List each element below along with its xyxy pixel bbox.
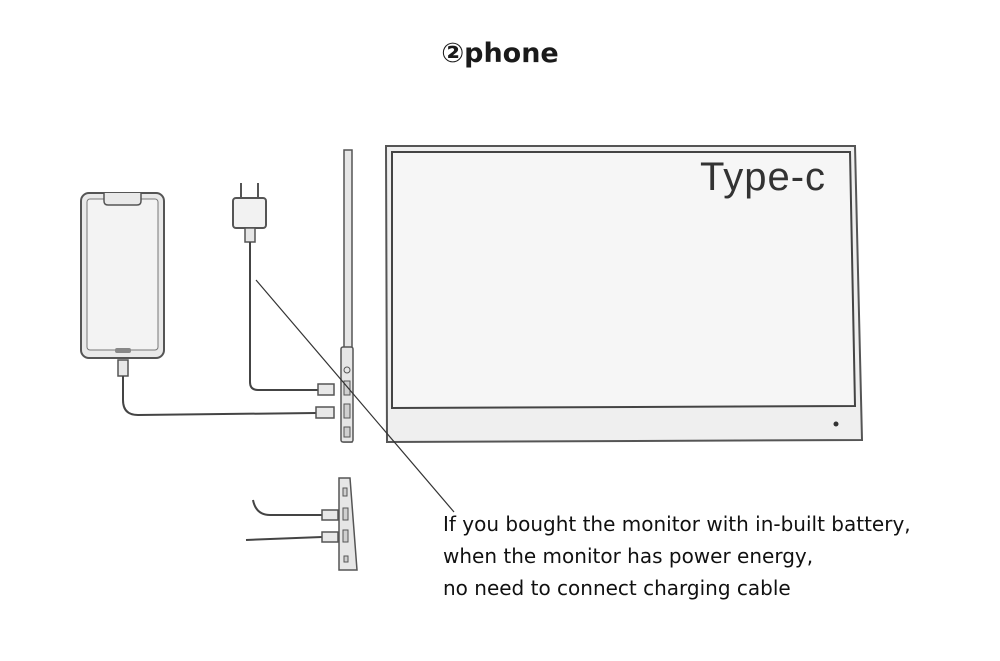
pointer-line <box>255 279 455 513</box>
note-line: no need to connect charging cable <box>443 576 791 600</box>
note-line: when the monitor has power energy, <box>443 544 814 568</box>
page-title: ②phone <box>441 38 559 69</box>
monitor-side-view <box>340 149 354 443</box>
battery-port-detail <box>245 477 358 571</box>
phone-cable <box>117 359 335 419</box>
phone-illustration <box>80 192 165 359</box>
battery-note: If you bought the monitor with in-built … <box>443 508 911 604</box>
monitor-front <box>384 145 864 444</box>
power-adapter <box>232 183 335 396</box>
monitor-type-c-label: Type-c <box>700 155 827 199</box>
note-line: If you bought the monitor with in-built … <box>443 512 911 536</box>
